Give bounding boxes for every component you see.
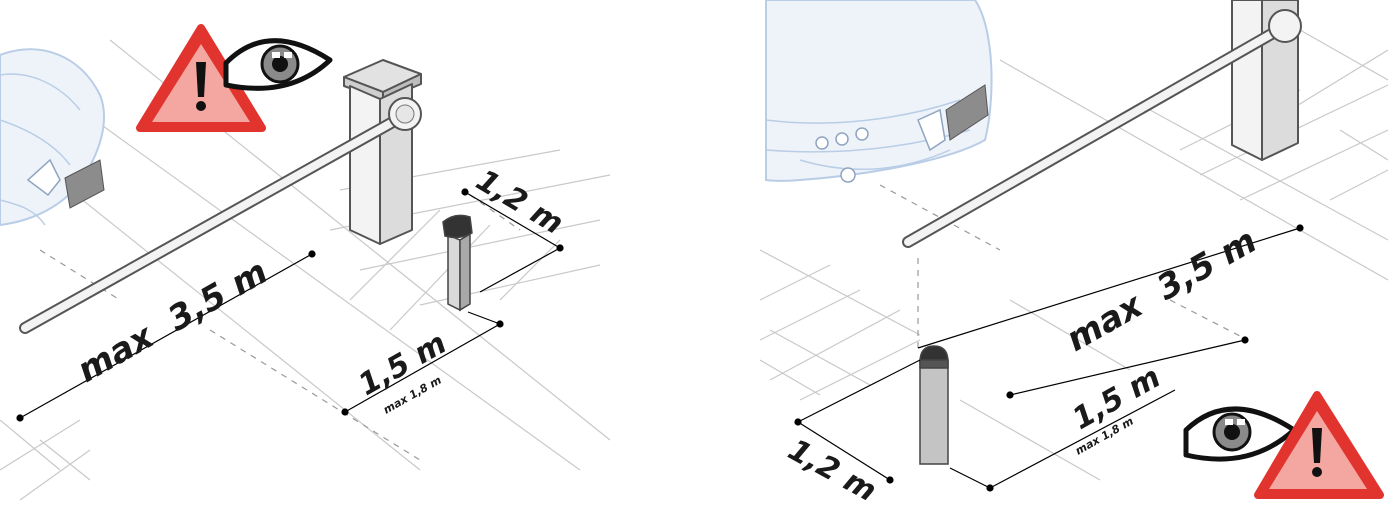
right-dimension-lines	[794, 224, 1304, 492]
left-barrier-cabinet	[343, 59, 422, 245]
right-panel: max 3,5 m 1,2 m 1,5 m max 1,8 m	[759, 0, 1388, 505]
right-boom-arm	[902, 9, 1302, 248]
left-boom-arm	[19, 97, 422, 334]
left-post-distance-label: 1,5 m	[353, 326, 453, 403]
left-photocell-post	[442, 214, 473, 312]
left-dimension-lines	[16, 188, 564, 422]
left-panel: max 3,5 m 1,2 m 1,5 m max 1,8 m	[0, 24, 611, 501]
right-photocell-post	[919, 345, 949, 465]
left-ground-dashed	[39, 194, 521, 461]
right-ground-dashed	[879, 184, 1241, 348]
right-ground-grid	[759, 29, 1388, 481]
eye-icon	[1183, 406, 1297, 462]
left-car	[0, 48, 106, 227]
eye-icon	[223, 38, 333, 91]
left-ground-grid	[0, 39, 611, 501]
right-car	[765, 0, 993, 183]
right-beam-length-label: max 3,5 m	[1060, 221, 1264, 360]
warning-triangle-icon	[1254, 391, 1384, 499]
